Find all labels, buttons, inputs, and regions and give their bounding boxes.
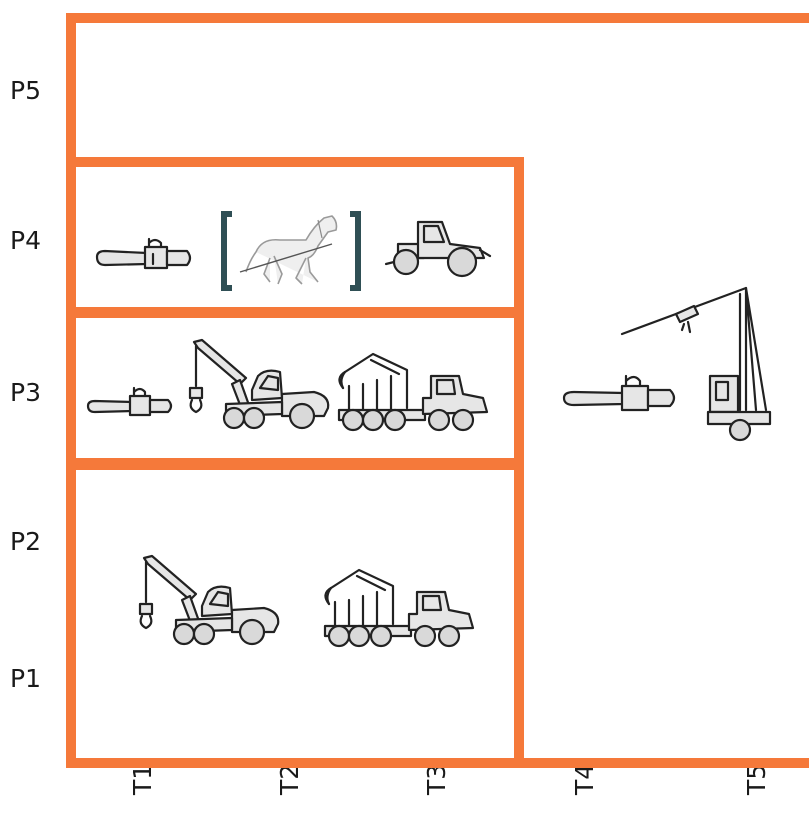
y-label-p2: P2	[10, 527, 41, 556]
y-label-p1: P1	[10, 664, 41, 693]
x-label-t1: T1	[128, 764, 157, 795]
forwarder-icon	[333, 350, 491, 432]
forwarder-icon	[319, 566, 477, 648]
chainsaw-icon	[86, 382, 178, 420]
y-label-p3: P3	[10, 378, 41, 407]
x-label-t5: T5	[742, 764, 771, 795]
x-label-t4: T4	[570, 764, 599, 795]
harvester-icon	[186, 338, 332, 430]
y-label-p4: P4	[10, 226, 41, 255]
y-label-p5: P5	[10, 76, 41, 105]
harvester-icon	[136, 554, 282, 646]
cable-yarder-icon	[620, 284, 776, 448]
chainsaw-icon	[95, 234, 195, 274]
x-label-t3: T3	[422, 764, 451, 795]
skidder-icon	[384, 214, 494, 278]
x-label-t2: T2	[275, 764, 304, 795]
horse-icon	[222, 212, 362, 290]
